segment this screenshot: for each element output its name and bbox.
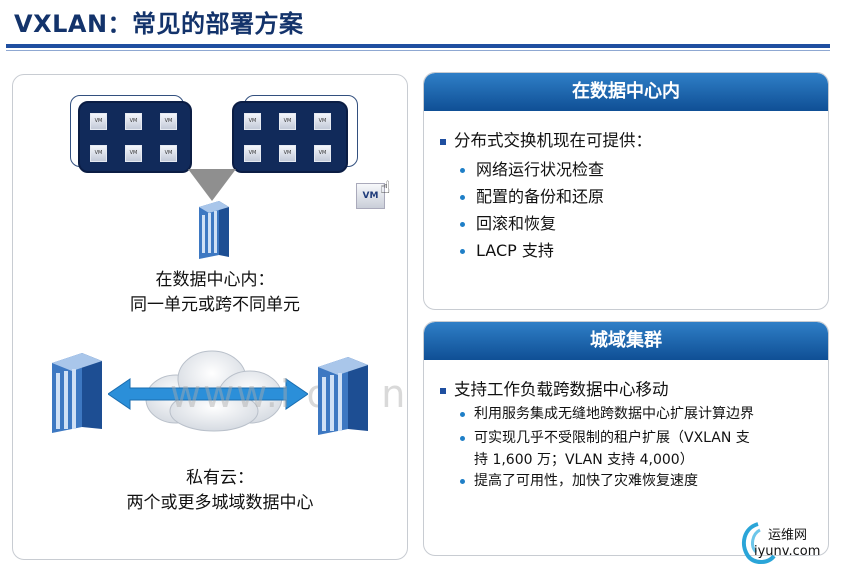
server-building-right-icon xyxy=(318,357,368,435)
server-building-left-icon xyxy=(52,353,102,433)
vm-icon: VM xyxy=(125,145,142,162)
list-item-text: 回滚和恢复 xyxy=(476,214,557,233)
vm-icon: VM xyxy=(244,113,261,130)
list-item-text: 利用服务集成无缝地跨数据中心扩展计算边界 xyxy=(474,406,754,422)
dot-bullet-icon xyxy=(460,435,465,441)
list-item-text: 网络运行状况检查 xyxy=(476,160,605,179)
vm-drag-icon[interactable]: VM xyxy=(356,183,385,209)
list-item: 配置的备份和还原 xyxy=(460,183,604,207)
list-item-continuation: 持 1,600 万；VLAN 支持 4,000） xyxy=(474,452,694,468)
site-logo: 运维网 iyunv.com xyxy=(738,520,836,566)
bullet-main: 支持工作负载跨数据中心移动 xyxy=(440,376,669,400)
hand-cursor-icon: ☝ xyxy=(380,178,391,198)
list-item: 回滚和恢复 xyxy=(460,210,556,234)
list-item-text: LACP 支持 xyxy=(476,241,554,260)
funnel-shape xyxy=(188,169,236,201)
list-item: 提高了可用性，加快了灾难恢复速度 xyxy=(460,470,698,492)
vm-icon: VM xyxy=(160,113,177,130)
bullet-text: 支持工作负载跨数据中心移动 xyxy=(454,380,669,399)
metro-cluster-box: 城域集群 xyxy=(423,321,829,556)
title-rule-thin xyxy=(6,50,830,51)
caption-line: 私有云： xyxy=(186,468,254,488)
caption-datacenter: 在数据中心内： 同一单元或跨不同单元 xyxy=(100,268,330,318)
vm-icon: VM xyxy=(160,145,177,162)
dot-bullet-icon xyxy=(460,168,465,173)
caption-private-cloud: 私有云： 两个或更多城域数据中心 xyxy=(90,466,350,516)
box-heading: 城域集群 xyxy=(424,322,828,360)
list-item-text: 可实现几乎不受限制的租户扩展（VXLAN 支 xyxy=(474,430,750,446)
server-building-icon xyxy=(199,201,229,259)
dot-bullet-icon xyxy=(460,411,465,417)
list-item: 网络运行状况检查 xyxy=(460,156,604,180)
vm-icon: VM xyxy=(90,113,107,130)
vm-icon: VM xyxy=(279,145,296,162)
square-bullet-icon xyxy=(440,387,446,394)
bullet-text: 分布式交换机现在可提供： xyxy=(454,131,652,150)
vm-icon: VM xyxy=(244,145,261,162)
dot-bullet-icon xyxy=(460,222,465,227)
datacenter-box: 在数据中心内 xyxy=(423,72,829,310)
logo-domain: iyunv.com xyxy=(754,544,821,559)
dot-bullet-icon xyxy=(460,478,465,484)
dot-bullet-icon xyxy=(460,249,465,254)
vm-rack-left: VM VM VM VM VM VM xyxy=(78,101,192,173)
vm-icon: VM xyxy=(90,145,107,162)
list-item-text: 提高了可用性，加快了灾难恢复速度 xyxy=(474,473,698,489)
double-arrow xyxy=(108,378,308,410)
list-item-text: 配置的备份和还原 xyxy=(476,187,605,206)
box-heading: 在数据中心内 xyxy=(424,73,828,111)
list-item: 利用服务集成无缝地跨数据中心扩展计算边界 xyxy=(460,403,754,425)
list-item: LACP 支持 xyxy=(460,237,554,261)
vm-icon: VM xyxy=(314,113,331,130)
caption-line: 在数据中心内： xyxy=(155,270,275,290)
logo-text: 运维网 xyxy=(768,528,808,543)
list-item: 可实现几乎不受限制的租户扩展（VXLAN 支 xyxy=(460,427,750,449)
vm-icon: VM xyxy=(279,113,296,130)
logo-swirl-icon xyxy=(741,522,776,564)
dot-bullet-icon xyxy=(460,195,465,200)
square-bullet-icon xyxy=(440,138,446,145)
vm-rack-right: VM VM VM VM VM VM xyxy=(232,101,348,173)
slide-title: VXLAN：常见的部署方案 xyxy=(14,10,304,38)
caption-line: 两个或更多城域数据中心 xyxy=(126,493,314,513)
caption-line: 同一单元或跨不同单元 xyxy=(130,295,300,315)
vm-icon: VM xyxy=(314,145,331,162)
title-rule xyxy=(6,44,830,48)
vm-icon: VM xyxy=(125,113,142,130)
bullet-main: 分布式交换机现在可提供： xyxy=(440,127,652,151)
